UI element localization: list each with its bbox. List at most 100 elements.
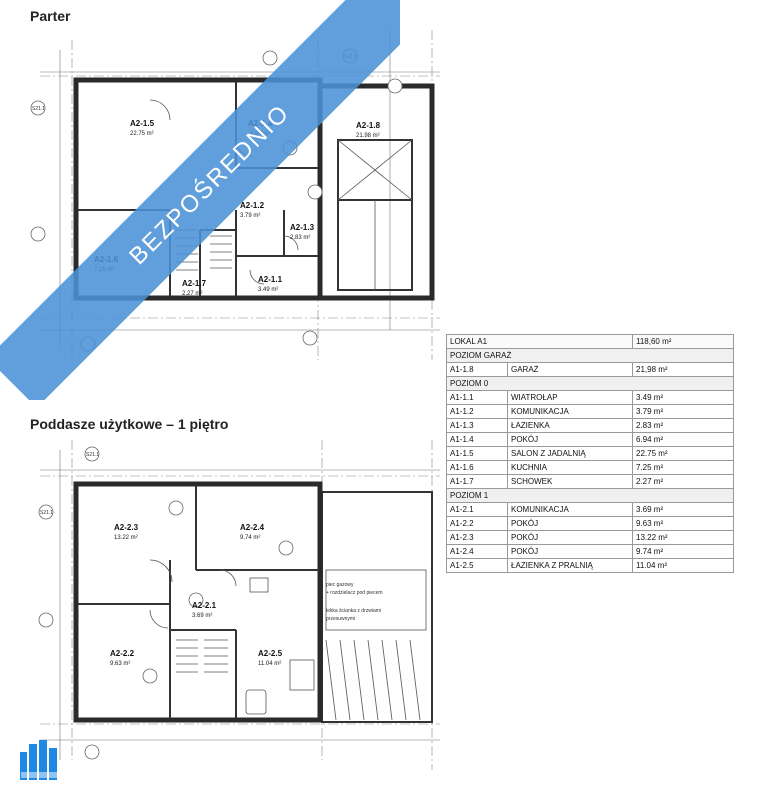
room-area: 3.49 m² [258,287,278,293]
ground-tag-top: S21.1 [344,54,357,60]
section-row: POZIOM 0 [446,376,734,391]
first-floor-heading: Poddasze użytkowe – 1 piętro [30,416,229,432]
room-label: A2-2.3 [114,523,139,532]
room-area: 2.27 m² [182,291,202,297]
table-row: A1-1.4 POKÓJ 6.94 m² [446,432,734,447]
room-id-cell: A1-1.6 [446,460,508,475]
room-area: 2.83 m² [290,235,310,241]
room-name-cell: POKÓJ [507,516,633,531]
room-label: A2-2.5 [258,649,283,658]
table-row: A1-1.8 GARAŻ 21,98 m² [446,362,734,377]
room-id-cell: A1-2.1 [446,502,508,517]
room-name-cell: POKÓJ [507,544,633,559]
room-area-cell: 3.79 m² [632,404,734,419]
wall-note-line-1: lekka ścianka z drzwiami [326,608,381,614]
room-name-cell: KOMUNIKACJA [507,502,633,517]
room-name-cell: SALON Z JADALNIĄ [507,446,633,461]
unit-name: LOKAL A1 [446,334,633,349]
room-area: 13.22 m² [114,535,138,541]
room-area: 22.75 m² [130,131,154,137]
table-row: A1-2.5 ŁAZIENKA Z PRALNIĄ 11.04 m² [446,558,734,573]
room-area: 3.79 m² [240,213,260,219]
rooms-table: LOKAL A1 118,60 m² POZIOM GARAŻ A1-1.8 G… [446,334,734,573]
table-row: A1-2.1 KOMUNIKACJA 3.69 m² [446,502,734,517]
room-label: A2-2.1 [192,601,217,610]
room-id-cell: A1-1.2 [446,404,508,419]
ground-stairs [176,229,232,271]
room-name-cell: KUCHNIA [507,460,633,475]
room-label: A2-1.8 [356,121,381,130]
room-area-cell: 2.83 m² [632,418,734,433]
first-floor-plan: S21.1 S21.1 piec gazowy + rozdzielacz po… [38,440,440,770]
room-area: 7.25 m² [94,267,114,273]
room-area-cell: 6.94 m² [632,432,734,447]
room-id-cell: A1-1.3 [446,418,508,433]
section-title: POZIOM 1 [446,488,734,503]
room-area-cell: 22.75 m² [632,446,734,461]
upper-tag-left: S21.1 [40,510,53,516]
room-area: 3.69 m² [192,613,212,619]
room-label: A2-1.4 [248,119,273,128]
room-area-cell: 2.27 m² [632,474,734,489]
ground-floor-plan: S21.1 S21.1 A2-1.5 22.75 m² A2-1.4 6.94 … [30,30,440,360]
room-id-cell: A1-1.8 [446,362,508,377]
room-id-cell: A1-1.5 [446,446,508,461]
boiler-note-line-2: + rozdzielacz pod piecem [326,590,383,596]
room-name-cell: WIATROŁAP [507,390,633,405]
section-row: POZIOM 1 [446,488,734,503]
room-area: 11.04 m² [258,661,281,667]
table-row: A1-1.3 ŁAZIENKA 2.83 m² [446,418,734,433]
room-area-cell: 9.74 m² [632,544,734,559]
room-id-cell: A1-1.4 [446,432,508,447]
room-area: 6.94 m² [250,131,270,137]
room-id-cell: A1-2.5 [446,558,508,573]
room-name-cell: POKÓJ [507,432,633,447]
room-label: A2-1.3 [290,223,315,232]
section-row: POZIOM GARAŻ [446,348,734,363]
room-label: A2-1.7 [182,279,207,288]
room-label: A2-1.5 [130,119,155,128]
room-area-cell: 9.63 m² [632,516,734,531]
room-area: 9.63 m² [110,661,130,667]
room-name-cell: SCHOWEK [507,474,633,489]
room-label: A2-2.2 [110,649,135,658]
room-name-cell: GARAŻ [507,362,633,377]
table-row: A1-2.4 POKÓJ 9.74 m² [446,544,734,559]
room-id-cell: A1-2.3 [446,530,508,545]
room-area: 21.98 m² [356,133,380,139]
wall-note-line-2: przesuwnymi [326,616,355,622]
room-area-cell: 21,98 m² [632,362,734,377]
room-name-cell: POKÓJ [507,530,633,545]
boiler-note-line-1: piec gazowy [326,582,354,588]
room-name-cell: KOMUNIKACJA [507,404,633,419]
room-name-cell: ŁAZIENKA Z PRALNIĄ [507,558,633,573]
room-label: A2-1.6 [94,255,119,264]
table-header-row: LOKAL A1 118,60 m² [446,334,734,349]
table-row: A1-1.1 WIATROŁAP 3.49 m² [446,390,734,405]
upper-stairs [176,639,228,673]
room-label: A2-1.2 [240,201,265,210]
room-area-cell: 13.22 m² [632,530,734,545]
table-row: A1-1.6 KUCHNIA 7.25 m² [446,460,734,475]
room-area-cell: 7.25 m² [632,460,734,475]
ground-tag-left: S21.1 [32,106,45,112]
section-title: POZIOM GARAŻ [446,348,734,363]
room-id-cell: A1-1.1 [446,390,508,405]
room-name-cell: ŁAZIENKA [507,418,633,433]
table-row: A1-1.2 KOMUNIKACJA 3.79 m² [446,404,734,419]
table-row: A1-2.2 POKÓJ 9.63 m² [446,516,734,531]
room-area: 9.74 m² [240,535,260,541]
room-id-cell: A1-2.4 [446,544,508,559]
unit-total-area: 118,60 m² [632,334,734,349]
room-area-cell: 3.69 m² [632,502,734,517]
upper-tag-top: S21.1 [86,452,99,458]
room-label: A2-2.4 [240,523,265,532]
room-id-cell: A1-1.7 [446,474,508,489]
table-row: A1-1.5 SALON Z JADALNIĄ 22.75 m² [446,446,734,461]
section-title: POZIOM 0 [446,376,734,391]
terrace-hatch [325,639,421,721]
room-id-cell: A1-2.2 [446,516,508,531]
room-label: A2-1.1 [258,275,283,284]
room-area-cell: 3.49 m² [632,390,734,405]
table-row: A1-2.3 POKÓJ 13.22 m² [446,530,734,545]
